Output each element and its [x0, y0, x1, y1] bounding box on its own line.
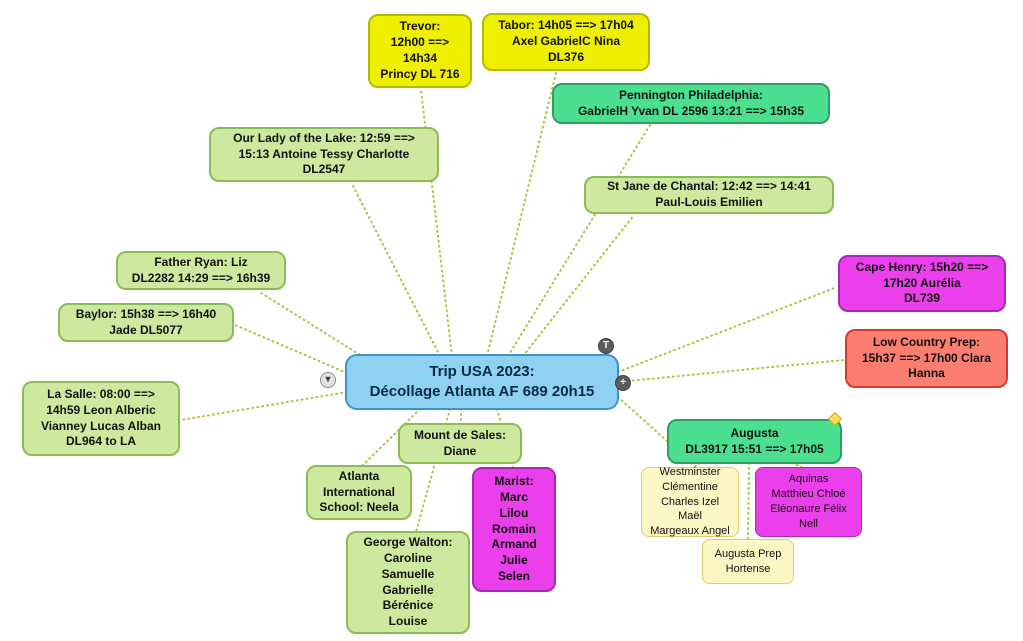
connector-father-ryan	[257, 290, 369, 361]
connector-cape-henry	[617, 286, 838, 373]
node-la-salle[interactable]: La Salle: 08:00 ==> 14h59 Leon Alberic V…	[22, 381, 180, 456]
connector-augusta-prep	[747, 462, 750, 541]
node-pennington[interactable]: Pennington Philadelphia: GabrielH Yvan D…	[552, 83, 830, 124]
node-st-jane-de-chantal[interactable]: St Jane de Chantal: 12:42 ==> 14:41 Paul…	[584, 176, 834, 214]
node-tabor[interactable]: Tabor: 14h05 ==> 17h04 Axel GabrielC Nin…	[482, 13, 650, 71]
node-aquinas[interactable]: Aquinas Matthieu Chloé Eléonaure Félix N…	[755, 467, 862, 537]
collapse-left-icon[interactable]: ▾	[320, 372, 336, 388]
node-westminster[interactable]: Westminster Clémentine Charles Izel Maël…	[641, 466, 739, 537]
node-our-lady-of-the-lake[interactable]: Our Lady of the Lake: 12:59 ==> 15:13 An…	[209, 127, 439, 182]
connector-la-salle	[180, 391, 348, 421]
node-atlanta-international-school[interactable]: Atlanta International School: Neela	[306, 465, 412, 520]
node-george-walton[interactable]: George Walton: Caroline Samuelle Gabriel…	[346, 531, 470, 634]
node-trevor[interactable]: Trevor: 12h00 ==> 14h34 Princy DL 716	[368, 14, 472, 88]
connector-tabor	[486, 72, 557, 357]
add-node-icon[interactable]: +	[615, 375, 631, 391]
node-central-topic[interactable]: Trip USA 2023: Décollage Atlanta AF 689 …	[345, 354, 619, 410]
node-father-ryan[interactable]: Father Ryan: Liz DL2282 14:29 ==> 16h39	[116, 251, 286, 290]
connector-augusta	[617, 396, 669, 443]
node-low-country-prep[interactable]: Low Country Prep: 15h37 ==> 17h00 Clara …	[845, 329, 1008, 388]
connector-pennington	[507, 124, 651, 357]
connector-baylor	[234, 324, 348, 374]
connector-st-jane	[522, 214, 635, 357]
connector-our-lady	[351, 183, 441, 357]
connector-low-country	[617, 359, 845, 383]
node-mount-de-sales[interactable]: Mount de Sales: Diane	[398, 423, 522, 464]
node-augusta-prep[interactable]: Augusta Prep Hortense	[702, 539, 794, 584]
node-marist[interactable]: Marist: Marc Lilou Romain Armand Julie S…	[472, 467, 556, 592]
node-augusta[interactable]: Augusta DL3917 15:51 ==> 17h05	[667, 419, 842, 464]
node-cape-henry[interactable]: Cape Henry: 15h20 ==> 17h20 Aurélia DL73…	[838, 255, 1006, 312]
node-baylor[interactable]: Baylor: 15h38 ==> 16h40 Jade DL5077	[58, 303, 234, 342]
text-tool-icon[interactable]: T	[598, 338, 614, 354]
